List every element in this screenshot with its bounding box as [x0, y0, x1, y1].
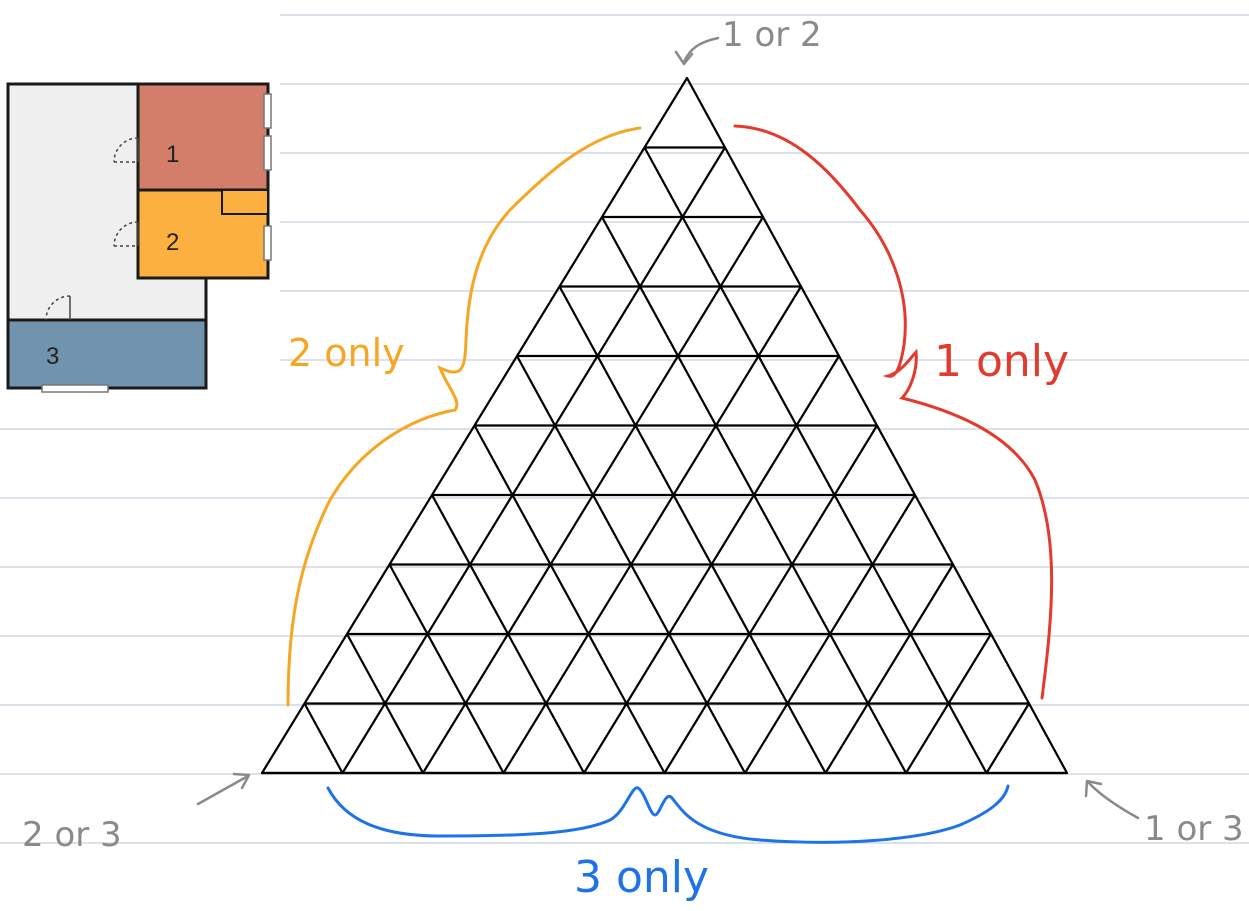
top-corner-note: 1 or 2 [722, 15, 822, 55]
left-corner-arrowhead-icon [232, 772, 251, 790]
grid-line-left-family [985, 702, 1030, 774]
top-corner-arrowhead-icon [674, 50, 694, 66]
left-corner-arrow-icon [196, 774, 250, 806]
top-corner-arrow-icon [682, 36, 720, 64]
right-corner-note: 1 or 3 [1144, 809, 1244, 849]
right-corner-arrowhead-icon [1084, 779, 1103, 798]
notebook-rule-lines [0, 14, 1249, 844]
window-icon [263, 135, 272, 171]
room-1 [136, 82, 270, 192]
door-icon [45, 295, 71, 321]
grid-line-right-family [643, 146, 988, 774]
right-corner-arrow-icon [1086, 780, 1140, 820]
grid-line-left-family [824, 563, 954, 774]
grid-line-left-family [341, 146, 726, 774]
grid-line-left-family [663, 424, 878, 774]
bottom-side-brace [326, 784, 1010, 844]
corner-arrows [196, 36, 1140, 820]
room-1-label: 1 [166, 141, 179, 168]
grid-line-right-family [558, 285, 827, 774]
grid-line-left-family [502, 285, 802, 774]
triangle-outline [260, 76, 1069, 775]
right-side-brace [733, 124, 1054, 700]
door-icon [113, 137, 139, 163]
left-side-brace [286, 126, 642, 707]
door-icon [113, 221, 139, 247]
room-3-label: 3 [46, 343, 59, 370]
left-corner-note: 2 or 3 [22, 815, 122, 855]
left-side-note: 2 only [288, 331, 405, 375]
window-icon [263, 93, 272, 129]
grid-line-right-family [473, 424, 666, 774]
grid-line-right-family [303, 702, 344, 774]
window-icon [41, 384, 109, 393]
window-icon [263, 225, 272, 261]
bottom-side-note: 3 only [574, 852, 709, 903]
room-2-label: 2 [166, 229, 179, 256]
triangulated-triangle [260, 76, 1069, 775]
right-side-note: 1 only [934, 336, 1069, 387]
room-2-closet [221, 189, 269, 215]
room-3 [6, 318, 208, 390]
grid-line-right-family [388, 563, 505, 774]
floor-plan: 1 2 3 [6, 82, 272, 393]
